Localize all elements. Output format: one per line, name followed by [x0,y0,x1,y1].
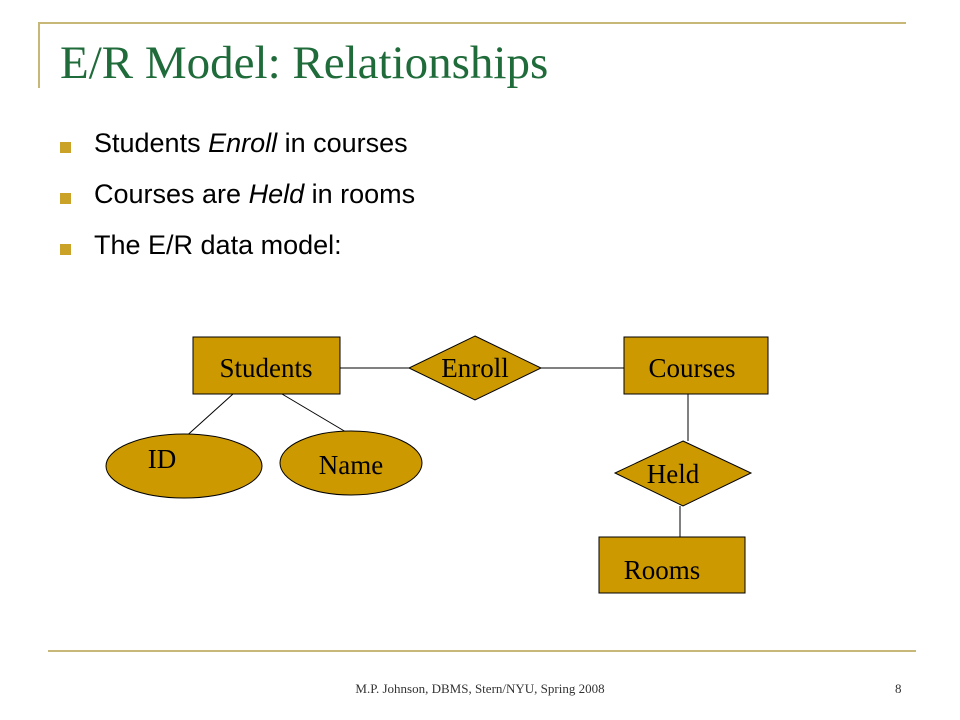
slide-title: E/R Model: Relationships [60,37,549,89]
frame-left-line [38,22,40,88]
rooms-entity [598,536,746,594]
name-attribute-label: Name [319,450,383,480]
rooms-entity-label: Rooms [624,555,701,585]
courses-entity-label: Courses [649,353,736,383]
students-entity-label: Students [219,353,312,383]
bullet-marker [60,193,71,204]
slide-footer: M.P. Johnson, DBMS, Stern/NYU, Spring 20… [355,681,605,696]
frame-top-line [38,22,906,24]
page-number: 8 [895,681,902,696]
id-attribute-label: ID [148,444,177,474]
bullet-text: The E/R data model: [94,230,342,260]
name-attribute [279,430,423,496]
bullet-text: Students Enroll in courses [94,128,408,158]
id-attribute [105,433,263,499]
frame-bottom-line [48,650,916,652]
held-relationship [613,440,753,507]
courses-entity [623,336,769,395]
bullet-marker [60,142,71,153]
bullet-marker [60,244,71,255]
students-id-line [181,393,234,441]
held-relationship-label: Held [647,459,700,489]
students-entity [192,336,341,395]
students-name-line [281,393,347,433]
enroll-relationship [407,335,543,401]
enroll-relationship-label: Enroll [441,353,509,383]
bullet-text: Courses are Held in rooms [94,179,416,209]
